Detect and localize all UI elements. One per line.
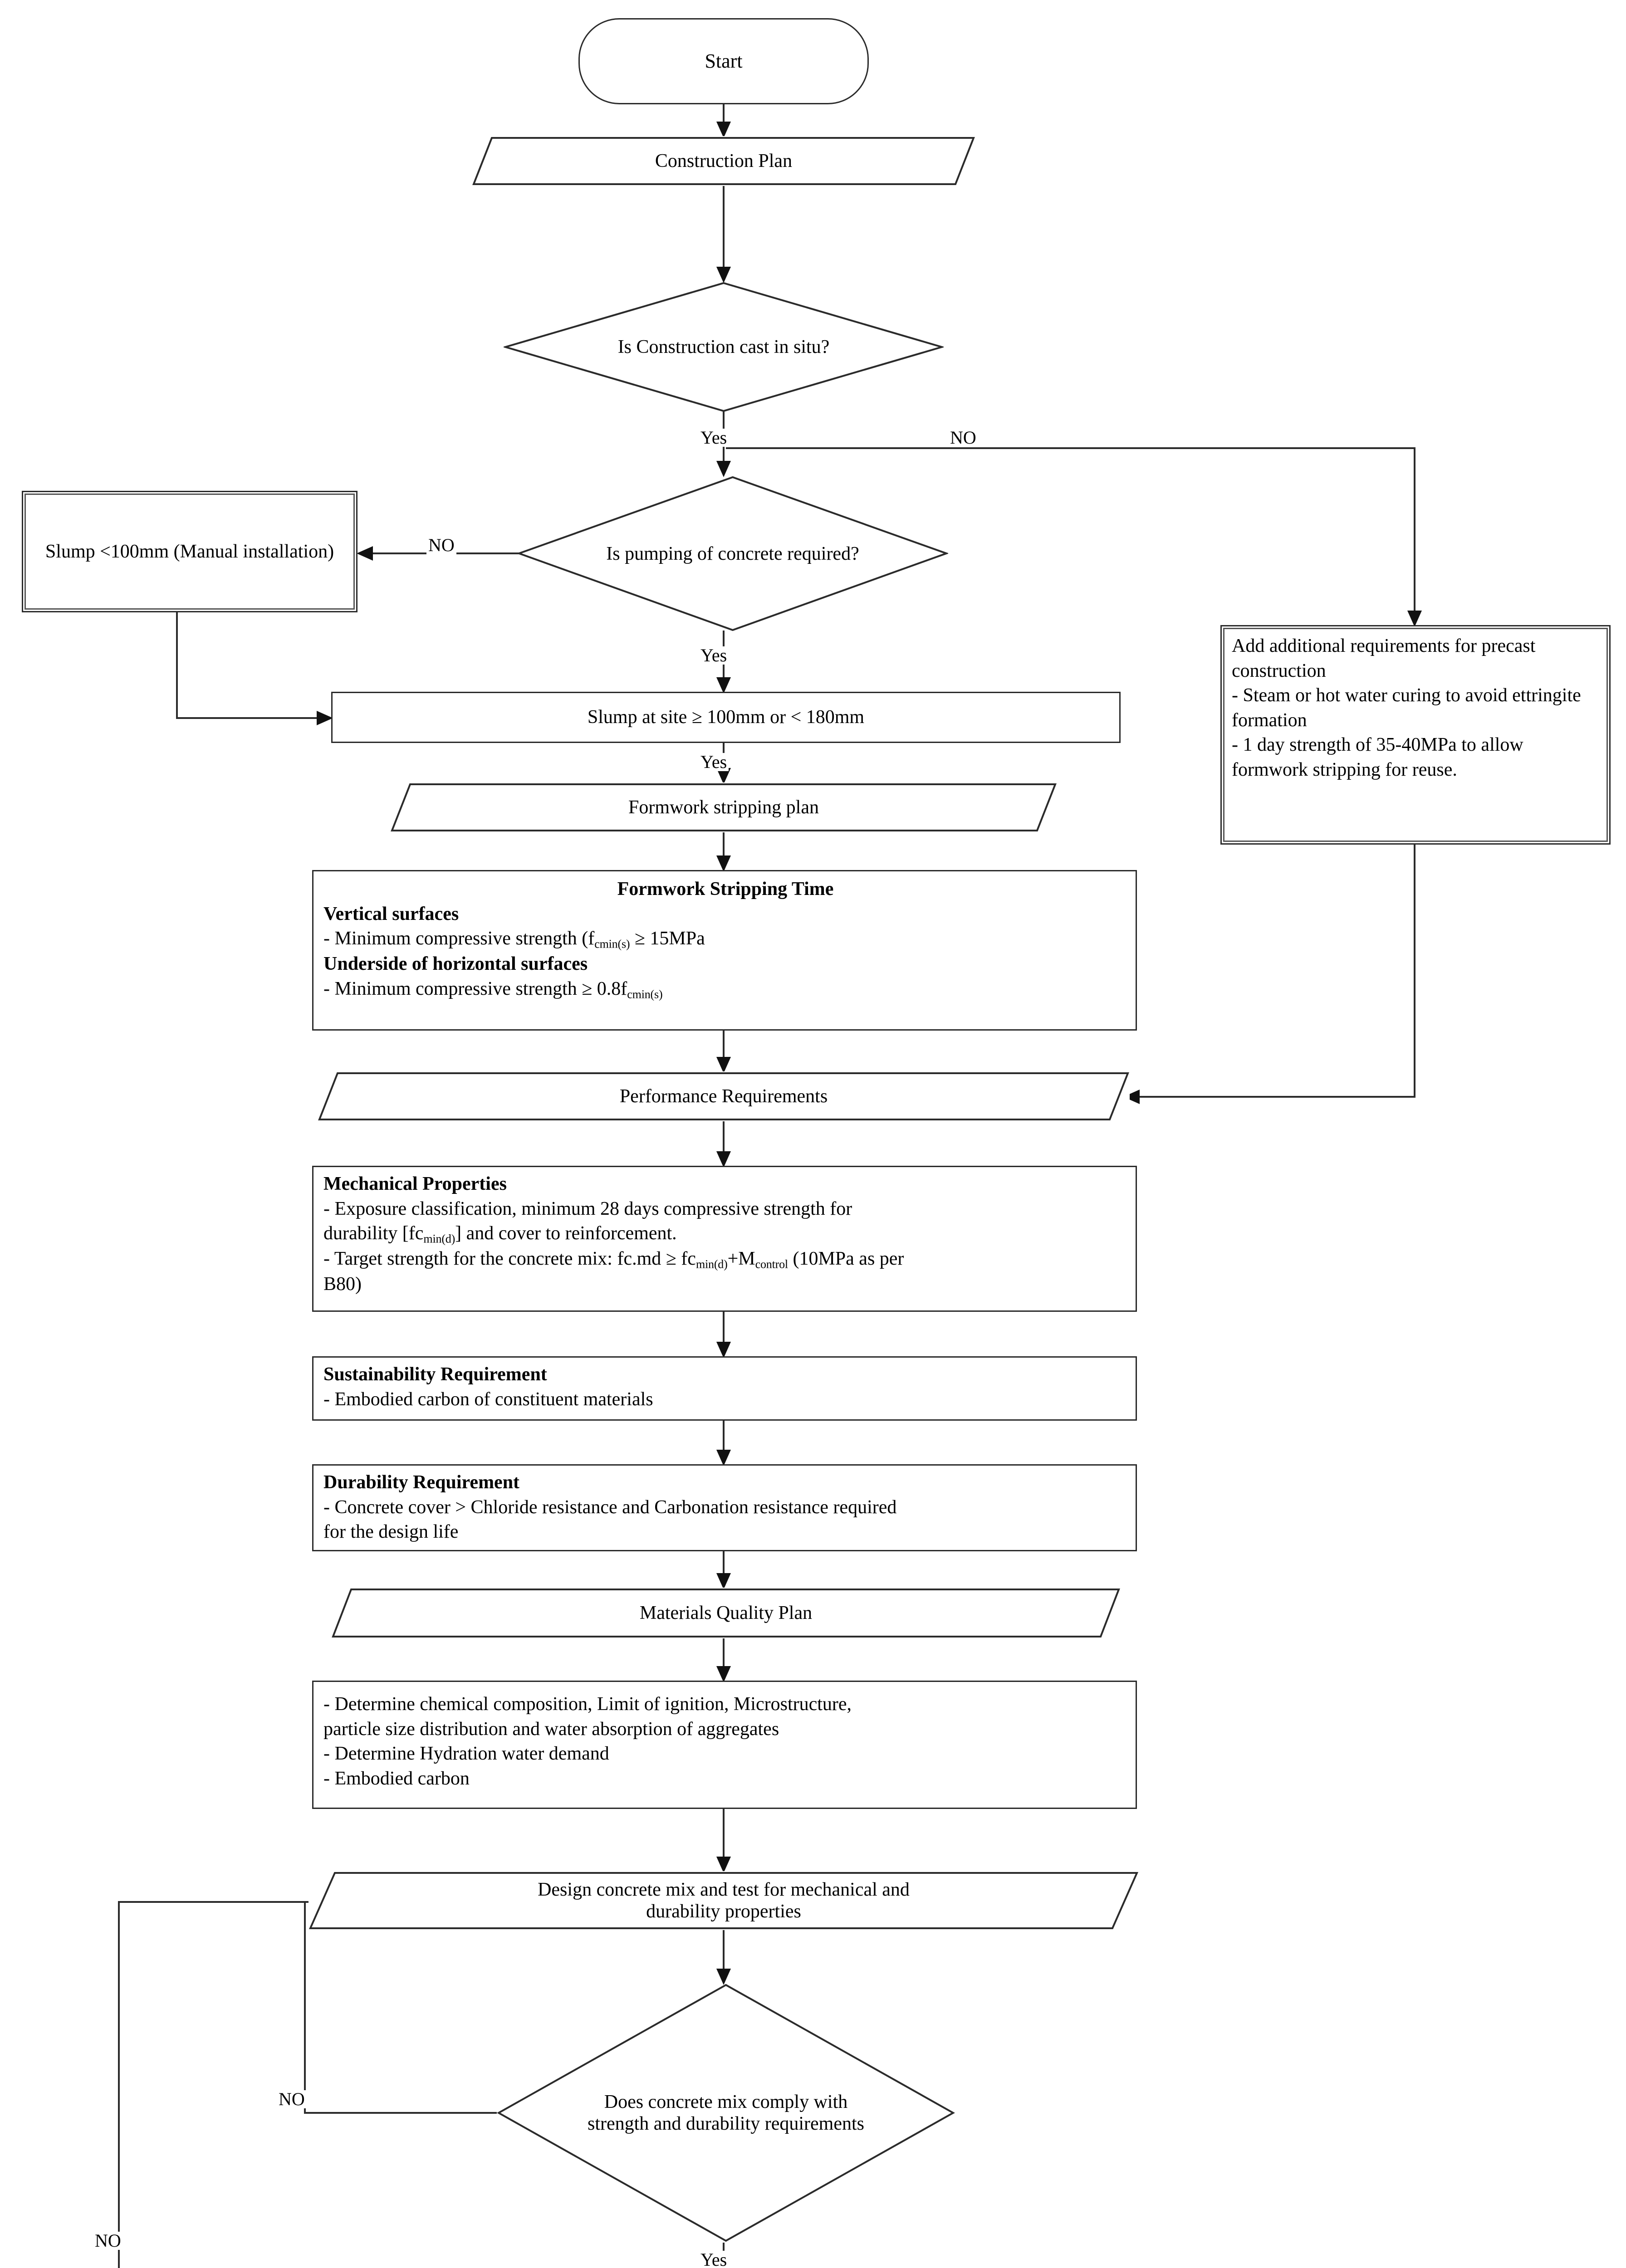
node-start-label: Start [705, 50, 743, 73]
mix-complies-line-2: strength and durability requirements [587, 2113, 864, 2134]
node-determine-materials[interactable]: - Determine chemical composition, Limit … [312, 1681, 1137, 1809]
edge-label-pumping-no: NO [426, 536, 456, 554]
node-cast-in-situ[interactable]: Is Construction cast in situ? [504, 281, 944, 413]
edge-label-complies-no: NO [277, 2090, 307, 2108]
det-line-3: - Determine Hydration water demand [323, 1743, 609, 1765]
edge-slumpmanual-to-slumpsite [176, 612, 333, 725]
node-construction-plan-label: Construction Plan [655, 151, 793, 171]
node-pumping-required[interactable]: Is pumping of concrete required? [517, 475, 948, 632]
precast-line-2: - Steam or hot water curing to avoid ett… [1232, 685, 1581, 731]
node-formwork-stripping-plan-label: Formwork stripping plan [628, 797, 819, 818]
dur-line-2: for the design life [323, 1521, 459, 1543]
dur-title: Durability Requirement [323, 1472, 520, 1493]
precast-line-1: Add additional requirements for precast … [1232, 635, 1536, 681]
edge-label-complies-yes: Yes [699, 2251, 729, 2268]
fst-b1-pre: - Minimum compressive strength (f [323, 928, 595, 949]
node-cast-in-situ-label: Is Construction cast in situ? [617, 337, 830, 357]
node-mechanical-properties[interactable]: Mechanical Properties - Exposure classif… [312, 1166, 1137, 1312]
fst-b1-sub: cmin(s) [594, 937, 630, 951]
node-slump-at-site[interactable]: Slump at site ≥ 100mm or < 180mm [331, 692, 1121, 743]
node-slump-at-site-label: Slump at site ≥ 100mm or < 180mm [587, 707, 865, 728]
fst-title: Formwork Stripping Time [617, 879, 834, 899]
mech-title: Mechanical Properties [323, 1173, 507, 1194]
design-mix-line-1: Design concrete mix and test for mechani… [538, 1879, 910, 1900]
det-line-4: - Embodied carbon [323, 1768, 470, 1789]
node-materials-quality-plan[interactable]: Materials Quality Plan [331, 1588, 1121, 1638]
parallelogram-shape [332, 1589, 1120, 1637]
mech-line-2a: - Target strength for the concrete mix: … [323, 1246, 1127, 1272]
edge-label-carbon-no: NO [93, 2232, 123, 2250]
edge-label-slump-yes: Yes [699, 753, 729, 771]
node-performance-requirements-label: Performance Requirements [619, 1086, 828, 1107]
edge-precast-to-perf [1123, 845, 1415, 1104]
mech-2a-post: (10MPa as per [788, 1248, 904, 1270]
edge-complies-no [304, 1895, 524, 2114]
fst-heading-2: Underside of horizontal surfaces [323, 953, 588, 975]
diamond-shape [504, 282, 944, 412]
node-slump-manual[interactable]: Slump <100mm (Manual installation) [22, 491, 358, 612]
fst-heading-1: Vertical surfaces [323, 903, 459, 924]
sust-line-1: - Embodied carbon of constituent materia… [323, 1388, 653, 1410]
fst-b1-post: ≥ 15MPa [630, 928, 705, 949]
fst-bullet-2: - Minimum compressive strength ≥ 0.8fcmi… [323, 977, 1127, 1002]
parallelogram-shape [318, 1072, 1129, 1120]
mix-complies-line-1: Does concrete mix comply with [604, 2092, 848, 2112]
fst-b2-sub: cmin(s) [627, 987, 663, 1001]
precast-line-3: - 1 day strength of 35-40MPa to allow fo… [1232, 734, 1523, 780]
mech-2a-sub2: control [755, 1257, 789, 1271]
node-durability-requirement[interactable]: Durability Requirement - Concrete cover … [312, 1464, 1137, 1551]
mech-line-1a: - Exposure classification, minimum 28 da… [323, 1198, 852, 1219]
node-design-mix[interactable]: Design concrete mix and test for mechani… [309, 1871, 1139, 1930]
node-start[interactable]: Start [578, 18, 869, 104]
node-pumping-required-label: Is pumping of concrete required? [606, 543, 859, 564]
parallelogram-shape [472, 137, 975, 185]
mech-1b-sub: min(d) [423, 1232, 455, 1246]
node-formwork-stripping-plan[interactable]: Formwork stripping plan [390, 782, 1057, 832]
node-sustainability-requirement[interactable]: Sustainability Requirement - Embodied ca… [312, 1356, 1137, 1421]
mech-line-2b: B80) [323, 1274, 362, 1295]
edge-label-castinsitu-no: NO [948, 429, 978, 447]
node-construction-plan[interactable]: Construction Plan [472, 136, 975, 186]
mech-2a-sub1: min(d) [695, 1257, 728, 1271]
parallelogram-shape [309, 1872, 1139, 1929]
node-materials-quality-plan-label: Materials Quality Plan [639, 1603, 813, 1623]
mech-line-1b: durability [fcmin(d)] and cover to reinf… [323, 1221, 1127, 1246]
node-slump-manual-label: Slump <100mm (Manual installation) [45, 541, 334, 562]
edge-label-castinsitu-yes: Yes [699, 429, 729, 447]
mech-2a-pre: - Target strength for the concrete mix: … [323, 1248, 696, 1270]
mech-2a-mid: +M [727, 1248, 755, 1270]
sust-title: Sustainability Requirement [323, 1364, 547, 1385]
parallelogram-shape [391, 783, 1057, 831]
mech-1b-pre: durability [fc [323, 1223, 424, 1244]
mech-1b-post: ] and cover to reinforcement. [455, 1223, 677, 1244]
fst-bullet-1: - Minimum compressive strength (fcmin(s)… [323, 926, 1127, 952]
node-formwork-stripping-time[interactable]: Formwork Stripping Time Vertical surface… [312, 870, 1137, 1031]
node-performance-requirements[interactable]: Performance Requirements [318, 1071, 1130, 1121]
edge-castinsitu-no [726, 447, 1422, 627]
design-mix-line-2: durability properties [646, 1901, 801, 1922]
node-precast-requirements[interactable]: Add additional requirements for precast … [1220, 625, 1611, 845]
edge-label-pumping-yes: Yes [699, 646, 729, 665]
diamond-shape [517, 476, 948, 631]
edge-carbon-no [118, 1901, 305, 2268]
det-line-2: particle size distribution and water abs… [323, 1718, 779, 1740]
node-mix-complies[interactable]: Does concrete mix comply with strength a… [497, 1983, 955, 2243]
diamond-shape [497, 1984, 955, 2242]
fst-b2-pre: - Minimum compressive strength ≥ 0.8f [323, 978, 627, 999]
det-line-1: - Determine chemical composition, Limit … [323, 1694, 852, 1715]
dur-line-1: - Concrete cover > Chloride resistance a… [323, 1496, 897, 1518]
